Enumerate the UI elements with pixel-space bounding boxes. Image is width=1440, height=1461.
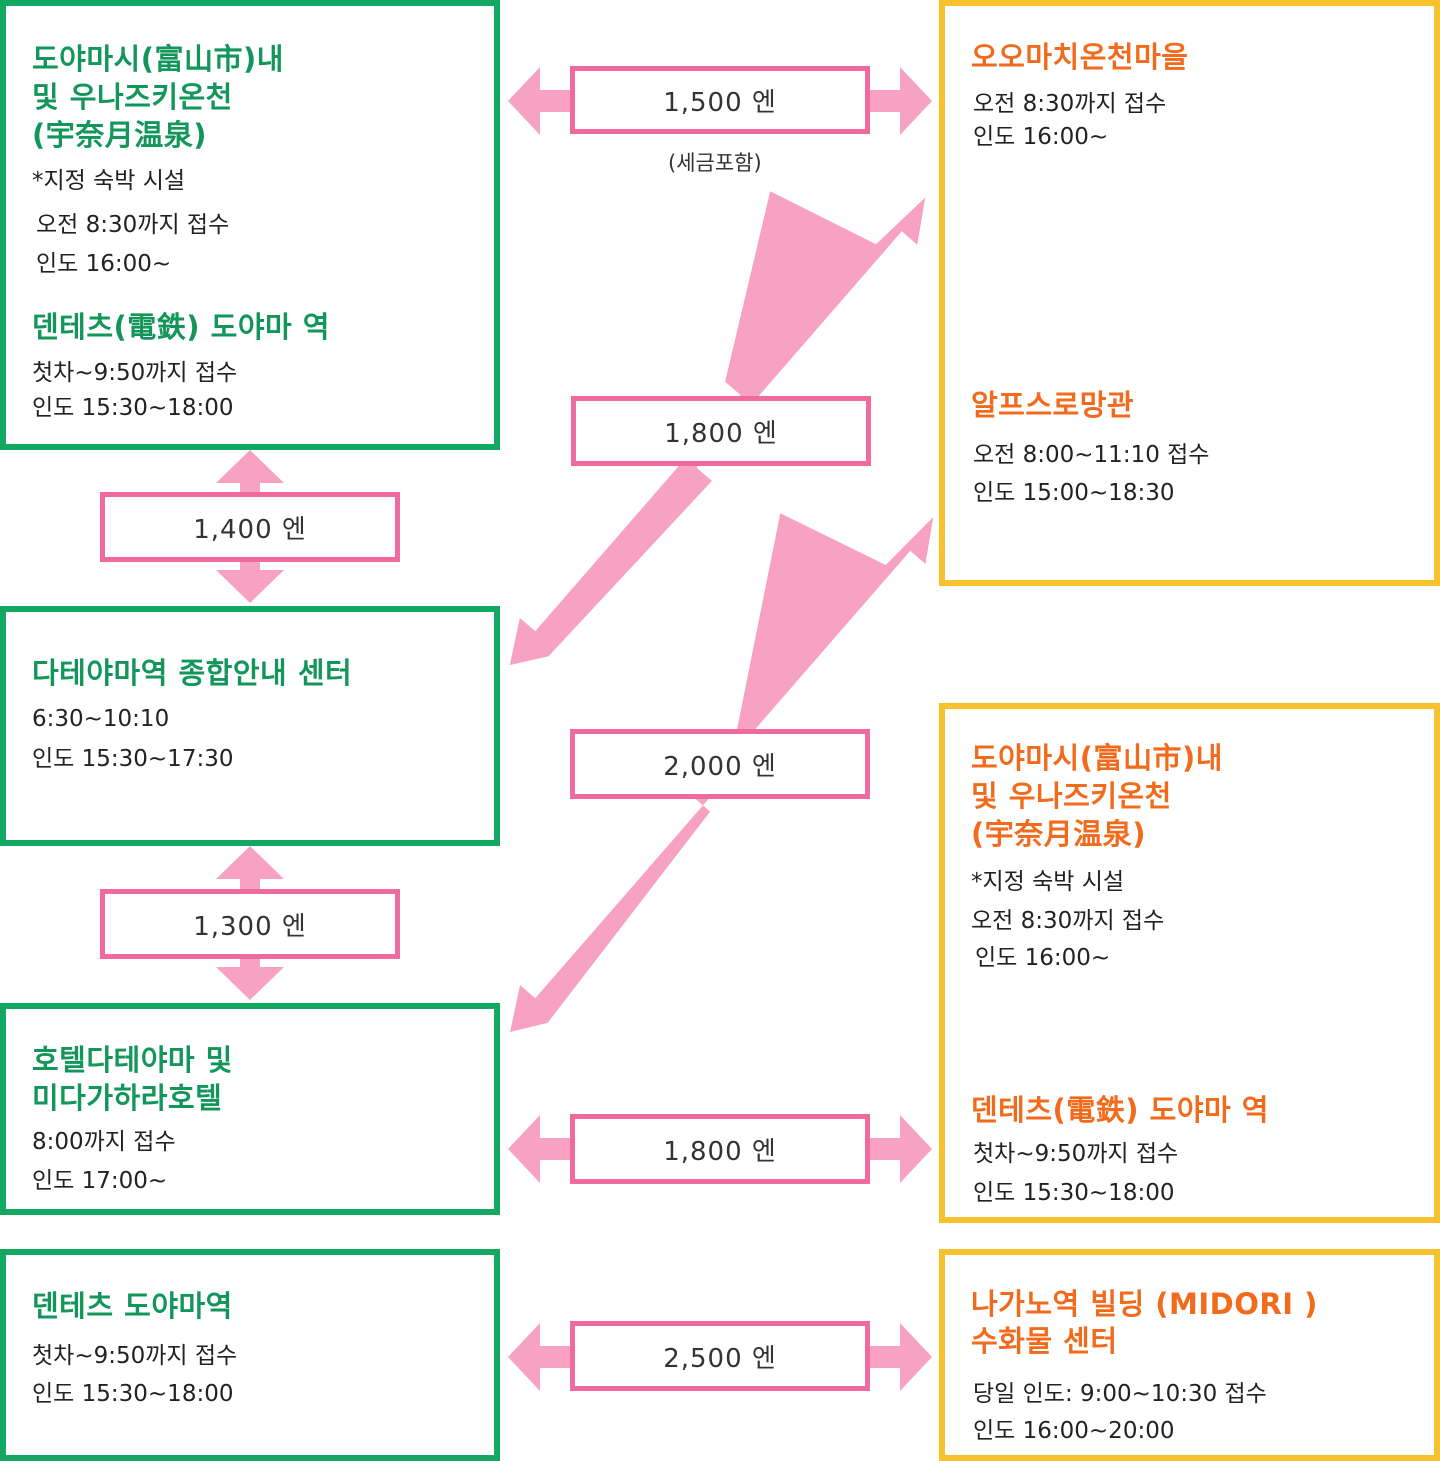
delivery-time: 인도 15:30~18:00 <box>973 1180 1175 1206</box>
tax-note: (세금포함) <box>668 151 762 175</box>
delivery-time: 인도 17:00~ <box>32 1168 168 1194</box>
reception-time: 첫차~9:50까지 접수 <box>32 360 238 386</box>
title-line: 오오마치온천마을 <box>971 40 1189 74</box>
box-hotel: 호텔다테야마 및 미다가하라호텔 8:00까지 접수 인도 17:00~ <box>0 1003 500 1215</box>
title-line: 도야마시(富山市)내 <box>32 42 284 76</box>
reception-time: 8:00까지 접수 <box>32 1129 176 1155</box>
reception-time: 오전 8:00~11:10 접수 <box>973 442 1210 468</box>
delivery-time: 인도 16:00~ <box>36 251 172 277</box>
delivery-time: 인도 15:30~17:30 <box>32 746 234 772</box>
price-label: 1,800 엔 <box>571 396 871 466</box>
reception-time: 첫차~9:50까지 접수 <box>32 1343 238 1369</box>
reception-time: 당일 인도: 9:00~10:30 접수 <box>973 1381 1267 1407</box>
box-nagano: 나가노역 빌딩 (MIDORI ) 수화물 센터 당일 인도: 9:00~10:… <box>939 1249 1440 1461</box>
facility-note: *지정 숙박 시설 <box>971 869 1125 895</box>
title-line: (宇奈月温泉) <box>32 118 208 152</box>
box-tateyama-center: 다테야마역 종합안내 센터 6:30~10:10 인도 15:30~17:30 <box>0 606 500 846</box>
price-label: 1,300 엔 <box>100 889 400 959</box>
box-toyama-city-left: 도야마시(富山市)내 및 우나즈키온천 (宇奈月温泉) *지정 숙박 시설 오전… <box>0 0 500 450</box>
reception-time: 첫차~9:50까지 접수 <box>973 1141 1179 1167</box>
price-label: 2,000 엔 <box>570 729 870 799</box>
reception-time: 6:30~10:10 <box>32 706 170 732</box>
title-line: 다테야마역 종합안내 센터 <box>32 656 353 690</box>
price-label: 2,500 엔 <box>570 1321 870 1391</box>
title-line: (宇奈月温泉) <box>971 817 1147 851</box>
delivery-time: 인도 16:00~ <box>973 124 1109 150</box>
title-line: 알프스로망관 <box>971 388 1135 422</box>
price-label: 1,500 엔 <box>570 66 870 134</box>
title-line: 및 우나즈키온천 <box>32 80 233 114</box>
delivery-time: 인도 15:30~18:00 <box>32 395 234 421</box>
title-line: 도야마시(富山市)내 <box>971 741 1223 775</box>
reception-time: 오전 8:30까지 접수 <box>971 908 1165 934</box>
delivery-time: 인도 16:00~20:00 <box>973 1418 1175 1444</box>
box-alps: 알프스로망관 오전 8:00~11:10 접수 인도 15:00~18:30 <box>939 318 1440 586</box>
title-line: 미다가하라호텔 <box>32 1081 223 1115</box>
facility-note: *지정 숙박 시설 <box>32 168 186 194</box>
reception-time: 오전 8:30까지 접수 <box>36 212 230 238</box>
delivery-time: 인도 15:00~18:30 <box>973 480 1175 506</box>
title-line: 나가노역 빌딩 (MIDORI ) <box>971 1287 1318 1321</box>
title-line: 및 우나즈키온천 <box>971 779 1172 813</box>
reception-time: 오전 8:30까지 접수 <box>973 91 1167 117</box>
delivery-time: 인도 15:30~18:00 <box>32 1381 234 1407</box>
price-label: 1,800 엔 <box>570 1114 870 1184</box>
title-line: 덴테츠 도야마역 <box>32 1289 233 1323</box>
box-toyama-city-right: 도야마시(富山市)내 및 우나즈키온천 (宇奈月温泉) *지정 숙박 시설 오전… <box>939 703 1440 1223</box>
title-line: 호텔다테야마 및 <box>32 1043 233 1077</box>
sub-title: 덴테츠(電鉄) 도야마 역 <box>32 310 330 344</box>
sub-title: 덴테츠(電鉄) 도야마 역 <box>971 1093 1269 1127</box>
box-omachi: 오오마치온천마을 오전 8:30까지 접수 인도 16:00~ <box>939 0 1440 322</box>
box-dentetsu-left: 덴테츠 도야마역 첫차~9:50까지 접수 인도 15:30~18:00 <box>0 1249 500 1461</box>
title-line: 수화물 센터 <box>971 1324 1118 1358</box>
price-label: 1,400 엔 <box>100 492 400 562</box>
delivery-time: 인도 16:00~ <box>975 945 1111 971</box>
